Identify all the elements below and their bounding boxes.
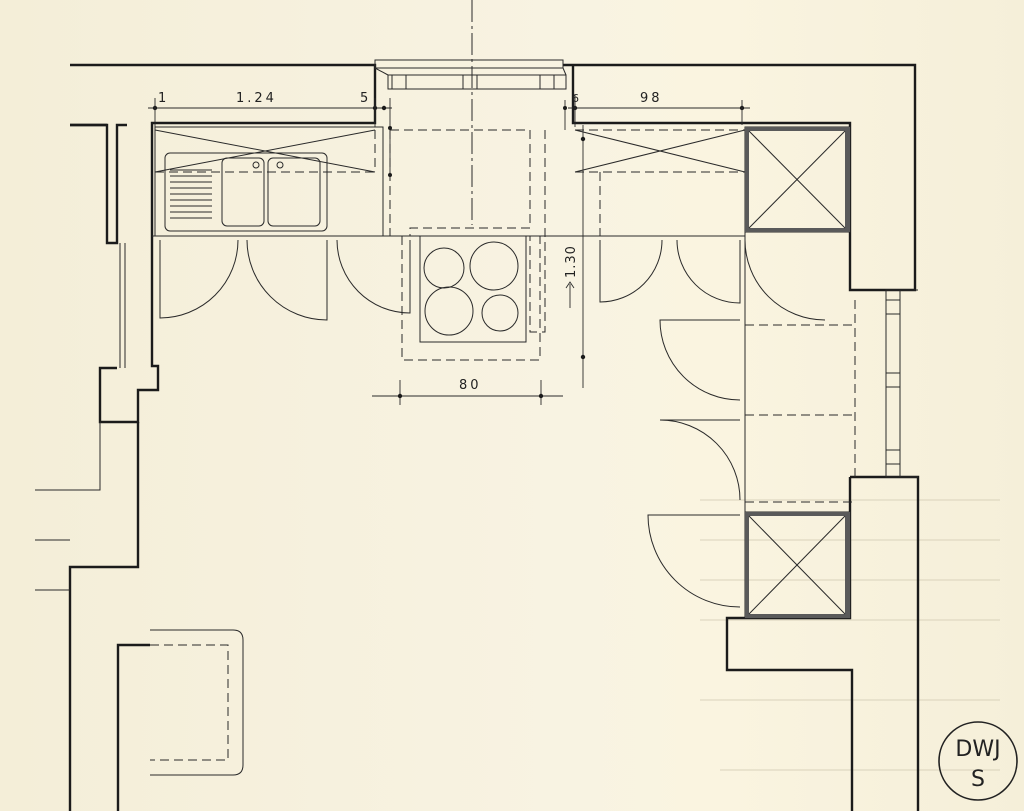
dimension-lines xyxy=(148,95,750,405)
stamp-line-2: S xyxy=(971,767,985,792)
top-window xyxy=(374,59,567,90)
faucet-left-icon xyxy=(252,161,260,169)
burner-back-right-icon xyxy=(469,241,519,291)
dim-stove-width: 80 xyxy=(459,378,482,393)
stamp-line-1: DWJ xyxy=(955,737,1000,762)
right-run-cabinets xyxy=(744,126,856,619)
stove xyxy=(401,235,541,361)
drainboard-grooves xyxy=(170,169,212,219)
upper-cabinets xyxy=(389,129,746,333)
dwjs-stamp: DWJ S xyxy=(938,721,1018,801)
dim-left-margin: 1 xyxy=(158,91,169,106)
base-cabinet-door-swings xyxy=(159,239,826,608)
dim-corner-offset: 6 xyxy=(572,92,580,105)
right-window xyxy=(885,289,918,478)
burner-back-left-icon xyxy=(423,247,465,289)
dim-sink-counter-width: 1.24 xyxy=(236,91,277,106)
walls xyxy=(35,63,920,811)
dim-depth: 1.30 xyxy=(564,245,579,278)
burner-front-right-icon xyxy=(481,294,519,332)
dim-right-counter-width: 98 xyxy=(640,91,663,106)
dim-right-margin: 5 xyxy=(360,91,371,106)
faucet-right-icon xyxy=(276,161,284,169)
sink-counter xyxy=(154,126,384,237)
sink-bowl-right xyxy=(267,157,321,227)
sink-bowl-left xyxy=(221,157,265,227)
burner-front-left-icon xyxy=(424,286,474,336)
